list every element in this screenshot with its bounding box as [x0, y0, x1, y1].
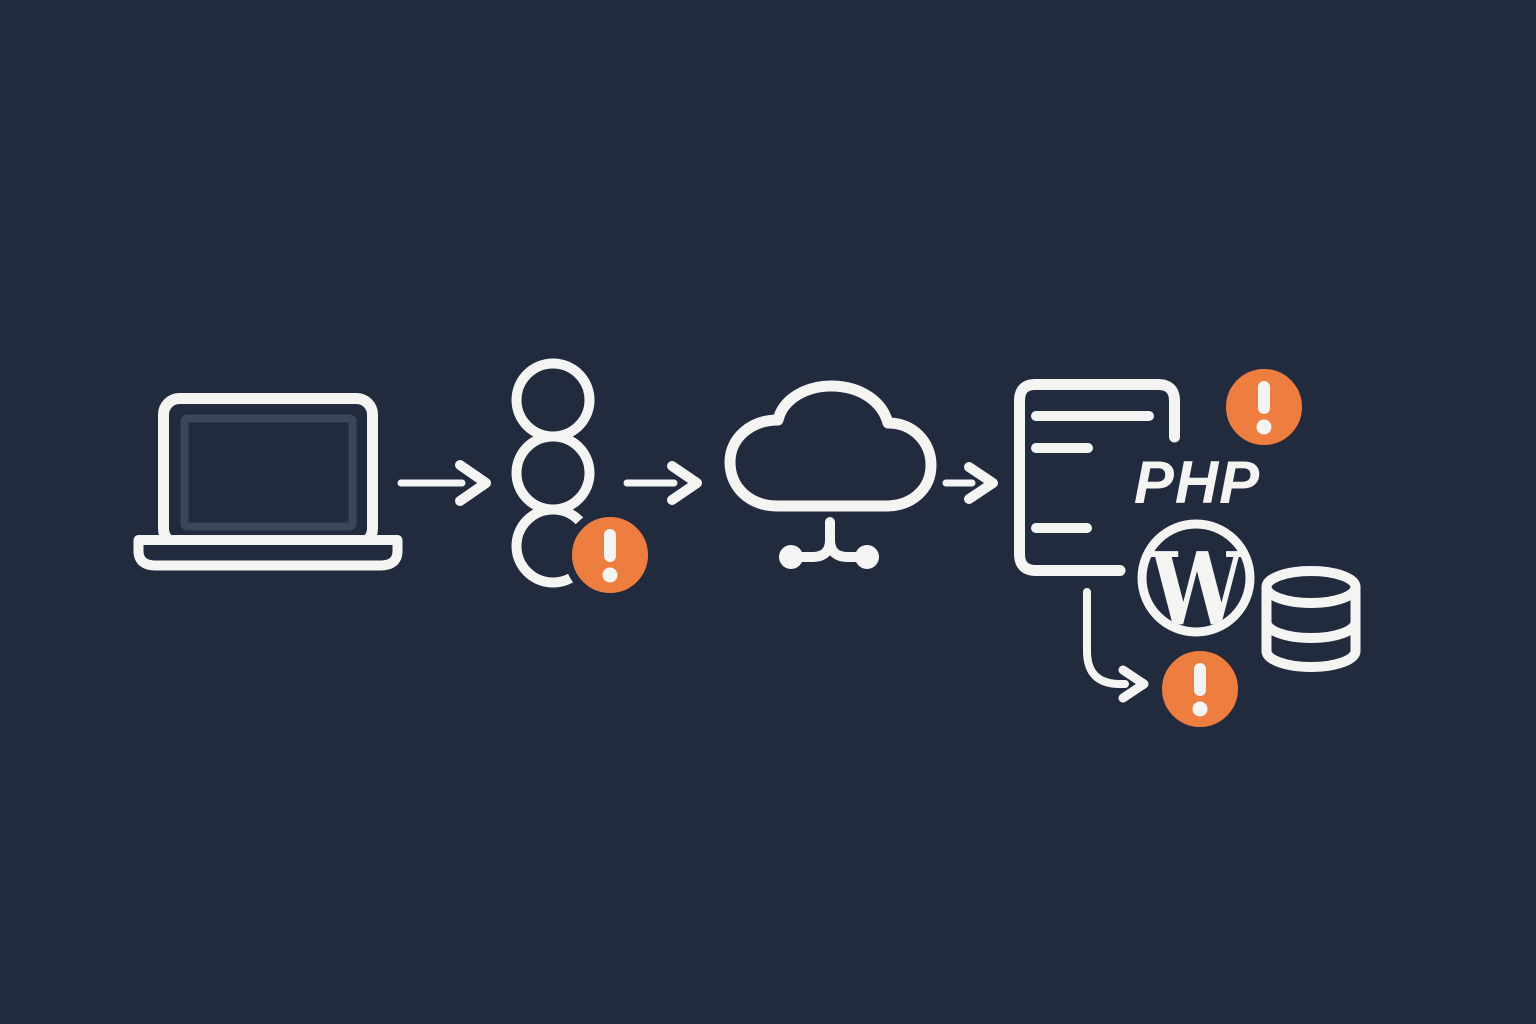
arrow-head: [964, 462, 998, 504]
laptop-icon: [133, 393, 403, 571]
curved-arrow-head: [1118, 665, 1149, 703]
cloud-outline: [724, 380, 937, 512]
curved-arrow-shaft: [1083, 588, 1129, 688]
database-divider: [1261, 617, 1361, 643]
chain-circle-middle: [511, 431, 595, 515]
arrow-head: [455, 460, 491, 506]
warning-badge: [564, 509, 656, 601]
network-branch-right: [825, 535, 863, 562]
document-outline-left-bottom: [1014, 379, 1126, 576]
exclamation-icon: [1192, 663, 1208, 717]
exclamation-bar: [1194, 663, 1206, 696]
exclamation-icon: [1256, 381, 1272, 435]
document-outline-top-right: [1029, 379, 1180, 443]
exclamation-dot: [1192, 701, 1208, 717]
wordpress-ring: [1137, 519, 1255, 637]
wordpress-icon: W: [1129, 511, 1263, 648]
cloud-network-icon: [724, 380, 937, 569]
exclamation-bar: [604, 529, 616, 562]
wordpress-w-letter: W: [1149, 530, 1245, 648]
laptop-screen-inner: [180, 414, 357, 531]
network-node-right: [855, 545, 879, 569]
arrow-right-icon: [623, 461, 702, 505]
database-icon: [1261, 566, 1361, 672]
network-node-left: [779, 545, 803, 569]
curved-arrow-icon: [1083, 588, 1149, 703]
arrow-right-icon: [942, 462, 998, 504]
database-bottom: [1261, 646, 1361, 672]
php-label: PHP: [1134, 449, 1260, 516]
exclamation-dot: [1256, 419, 1272, 435]
arrow-head: [667, 461, 702, 505]
document-icon: [1014, 379, 1180, 576]
chain-circle-top: [511, 358, 595, 442]
arrow-right-icon: [397, 460, 491, 506]
database-top: [1261, 566, 1361, 608]
exclamation-bar: [1258, 381, 1270, 414]
warning-badge: [1154, 643, 1246, 735]
exclamation-dot: [602, 567, 618, 583]
exclamation-icon: [602, 529, 618, 583]
warning-badge: [1218, 361, 1310, 453]
laptop-base: [133, 535, 403, 571]
